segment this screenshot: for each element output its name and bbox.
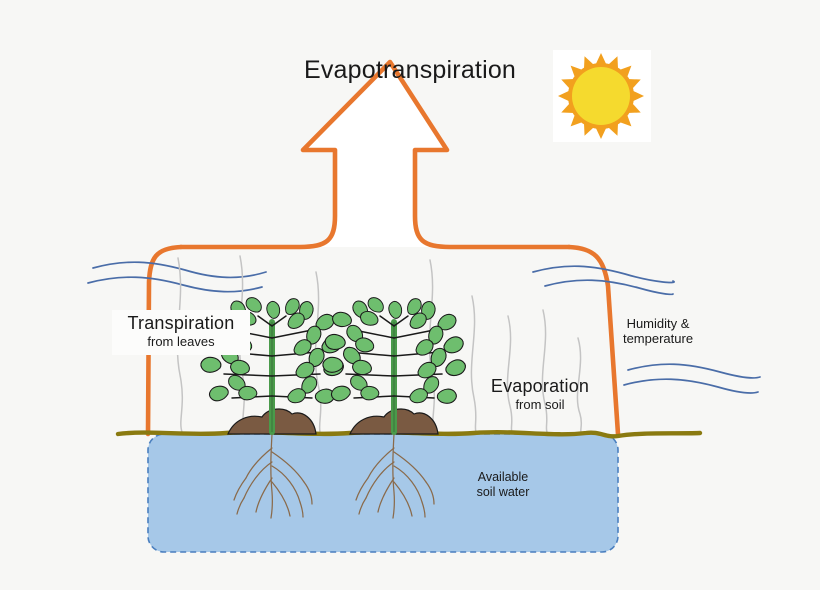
plant-icon [199,293,346,435]
evaporation-label-line1: Evaporation [490,376,590,396]
available-water-label-line1: Available [477,470,529,484]
evaporation-label-line2: from soil [515,397,565,413]
soil-surface-icon [115,429,703,439]
humidity-temperature-label: Humidity & temperature [608,316,708,347]
roots-icon [355,433,435,519]
humidity-label-line1: Humidity & [626,316,690,331]
wave-lines-icon [532,265,676,296]
available-water-label-line2: soil water [476,484,530,499]
page-title: Evapotranspiration [240,56,580,86]
evaporation-label: Evaporation from soil [480,376,600,413]
transpiration-label-line1: Transpiration [127,313,235,333]
plant-icon [321,293,468,435]
wave-lines-icon [623,363,761,394]
evaporation-flow-line [566,244,621,437]
transpiration-label: Transpiration from leaves [112,310,250,355]
up-arrow-icon [178,59,572,250]
sun-icon [553,50,651,142]
evapotranspiration-label: Evapotranspiration [303,56,517,84]
humidity-label-line2: temperature [622,331,694,347]
transpiration-label-line2: from leaves [147,334,215,350]
transpiration-flow-line [145,244,184,437]
available-soil-water-label: Available soil water [448,470,558,500]
roots-icon [233,433,313,519]
available-soil-water-region [147,433,619,553]
wave-lines-icon [87,261,267,293]
